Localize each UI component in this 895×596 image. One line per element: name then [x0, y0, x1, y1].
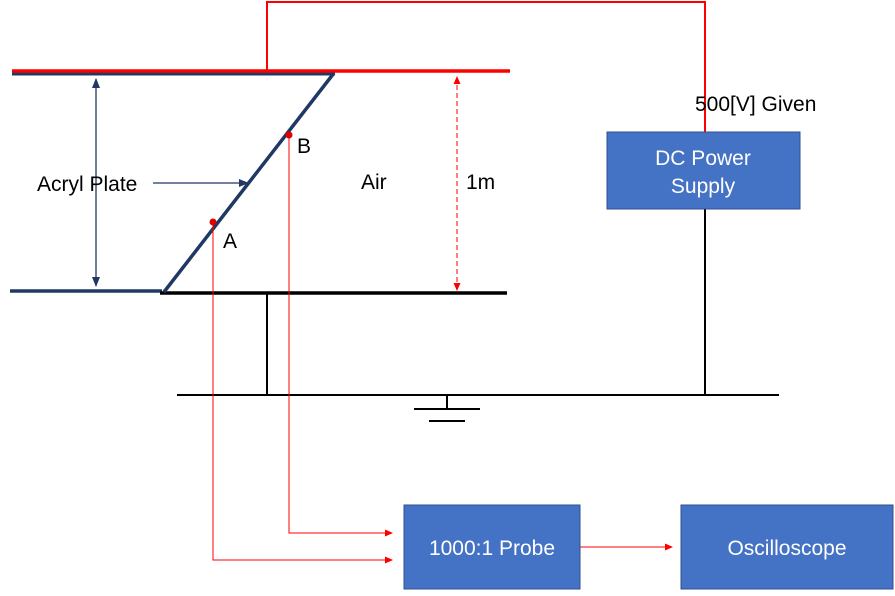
- wire-point-b: [288, 135, 393, 537]
- point-a-label: A: [223, 230, 237, 253]
- voltage-label: 500[V] Given: [695, 93, 816, 116]
- oscilloscope-label: Oscilloscope: [727, 537, 846, 560]
- point-b-marker: [285, 131, 293, 139]
- air-label: Air: [361, 171, 387, 194]
- point-a-marker: [209, 218, 217, 226]
- oscilloscope-box: [680, 504, 894, 590]
- probe-box: [403, 504, 581, 590]
- acryl-plate-label: Acryl Plate: [37, 173, 137, 196]
- dc-power-supply-label-line2: Supply: [671, 175, 736, 198]
- point-b-label: B: [297, 135, 311, 158]
- high-voltage-wire: [266, 1, 706, 132]
- dc-power-supply-label-line1: DC Power: [655, 147, 751, 170]
- ground-symbol-icon: [414, 395, 480, 422]
- dc-power-supply-box: [606, 131, 801, 210]
- wire-point-a: [212, 222, 393, 564]
- probe-label: 1000:1 Probe: [429, 537, 555, 560]
- distance-label: 1m: [466, 171, 495, 194]
- acryl-plate: [162, 71, 336, 294]
